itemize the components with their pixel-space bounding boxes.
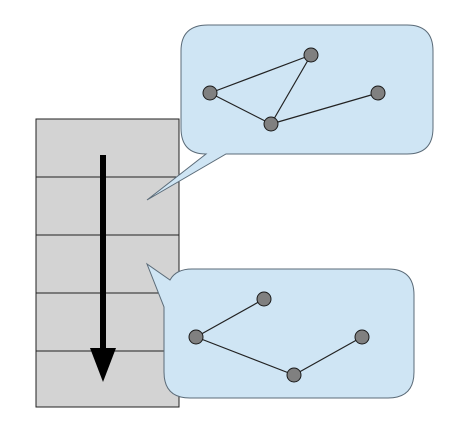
graph-edge — [293, 336, 363, 376]
stack-cell — [35, 176, 180, 236]
cell-stack — [35, 118, 180, 408]
graph-node — [286, 367, 302, 383]
graph-edge — [209, 92, 272, 125]
graph-node — [256, 291, 272, 307]
graph-edge — [195, 298, 265, 338]
lower-bubble-shape — [145, 262, 415, 399]
stack-cell — [35, 292, 180, 352]
graph-edge — [270, 54, 312, 125]
graph-edge — [270, 92, 379, 125]
downward-arrow — [90, 155, 116, 382]
graph-node — [370, 85, 386, 101]
graph-edge — [209, 54, 312, 94]
upper-speech-bubble — [146, 24, 434, 201]
upper-graph — [202, 47, 386, 132]
lower-graph — [188, 291, 370, 383]
graph-edge — [195, 336, 295, 376]
graph-node — [188, 329, 204, 345]
stack-cell — [35, 118, 180, 178]
lower-speech-bubble — [145, 262, 415, 399]
graph-node — [354, 329, 370, 345]
upper-bubble-shape — [146, 24, 434, 201]
graph-node — [303, 47, 319, 63]
graph-node — [202, 85, 218, 101]
arrow-head — [90, 348, 116, 382]
graph-node — [263, 116, 279, 132]
